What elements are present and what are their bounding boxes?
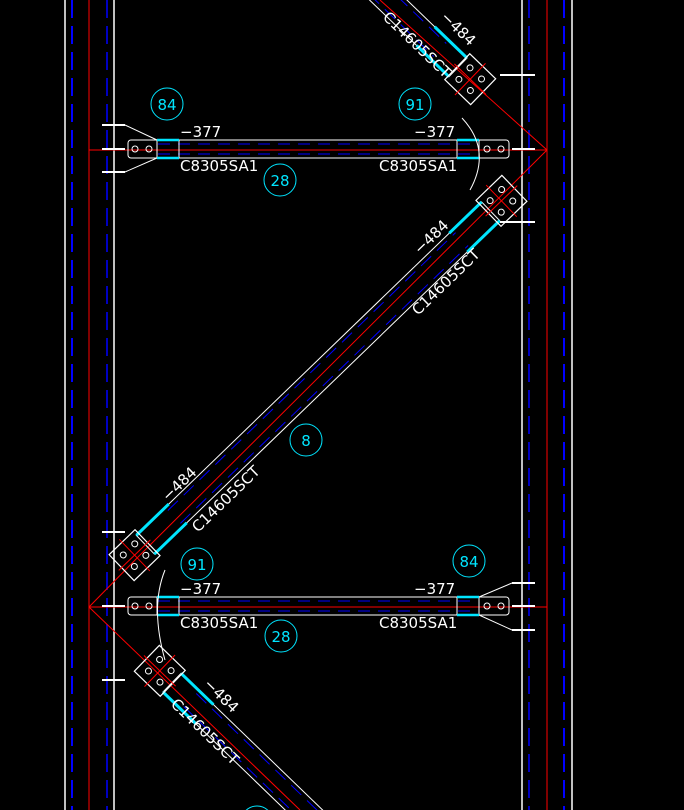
offset-label: −484 (437, 8, 479, 50)
section-label: C8305SA1 (379, 157, 457, 175)
work-lines (88, 0, 548, 810)
brace-top[interactable] (360, 0, 502, 111)
right-column (521, 0, 573, 810)
offset-label: −484 (200, 675, 242, 717)
section-label: C8305SA1 (180, 614, 258, 632)
brace-middle[interactable] (102, 169, 534, 587)
offset-label: −484 (158, 463, 200, 505)
beam-bottom[interactable] (102, 582, 535, 631)
member-bubble (245, 805, 269, 810)
svg-text:91: 91 (405, 96, 424, 114)
mark-bubble: 84 (452, 544, 486, 578)
svg-text:91: 91 (187, 556, 206, 574)
member-bubble: 28 (263, 163, 297, 197)
gusset-arc (461, 117, 480, 191)
left-column (64, 0, 115, 810)
offset-label: −377 (180, 580, 221, 598)
member-bubble: 8 (289, 423, 323, 457)
svg-text:28: 28 (270, 172, 289, 190)
mark-bubble: 91 (180, 547, 214, 581)
mark-bubble: 91 (398, 87, 432, 121)
offset-label: −377 (414, 580, 455, 598)
offset-label: −377 (414, 123, 455, 141)
section-label: C8305SA1 (180, 157, 258, 175)
member-bubble: 28 (264, 619, 298, 653)
svg-text:84: 84 (459, 553, 478, 571)
svg-text:8: 8 (301, 432, 311, 450)
offset-label: −484 (410, 216, 452, 258)
section-label: C14605SCT (188, 462, 264, 536)
gusset-arc (157, 569, 166, 661)
mark-bubble: 84 (150, 87, 184, 121)
svg-text:84: 84 (157, 96, 176, 114)
beam-top[interactable] (102, 124, 535, 173)
section-label: C8305SA1 (379, 614, 457, 632)
offset-label: −377 (180, 123, 221, 141)
svg-text:28: 28 (271, 628, 290, 646)
brace-bottom[interactable] (128, 639, 331, 810)
